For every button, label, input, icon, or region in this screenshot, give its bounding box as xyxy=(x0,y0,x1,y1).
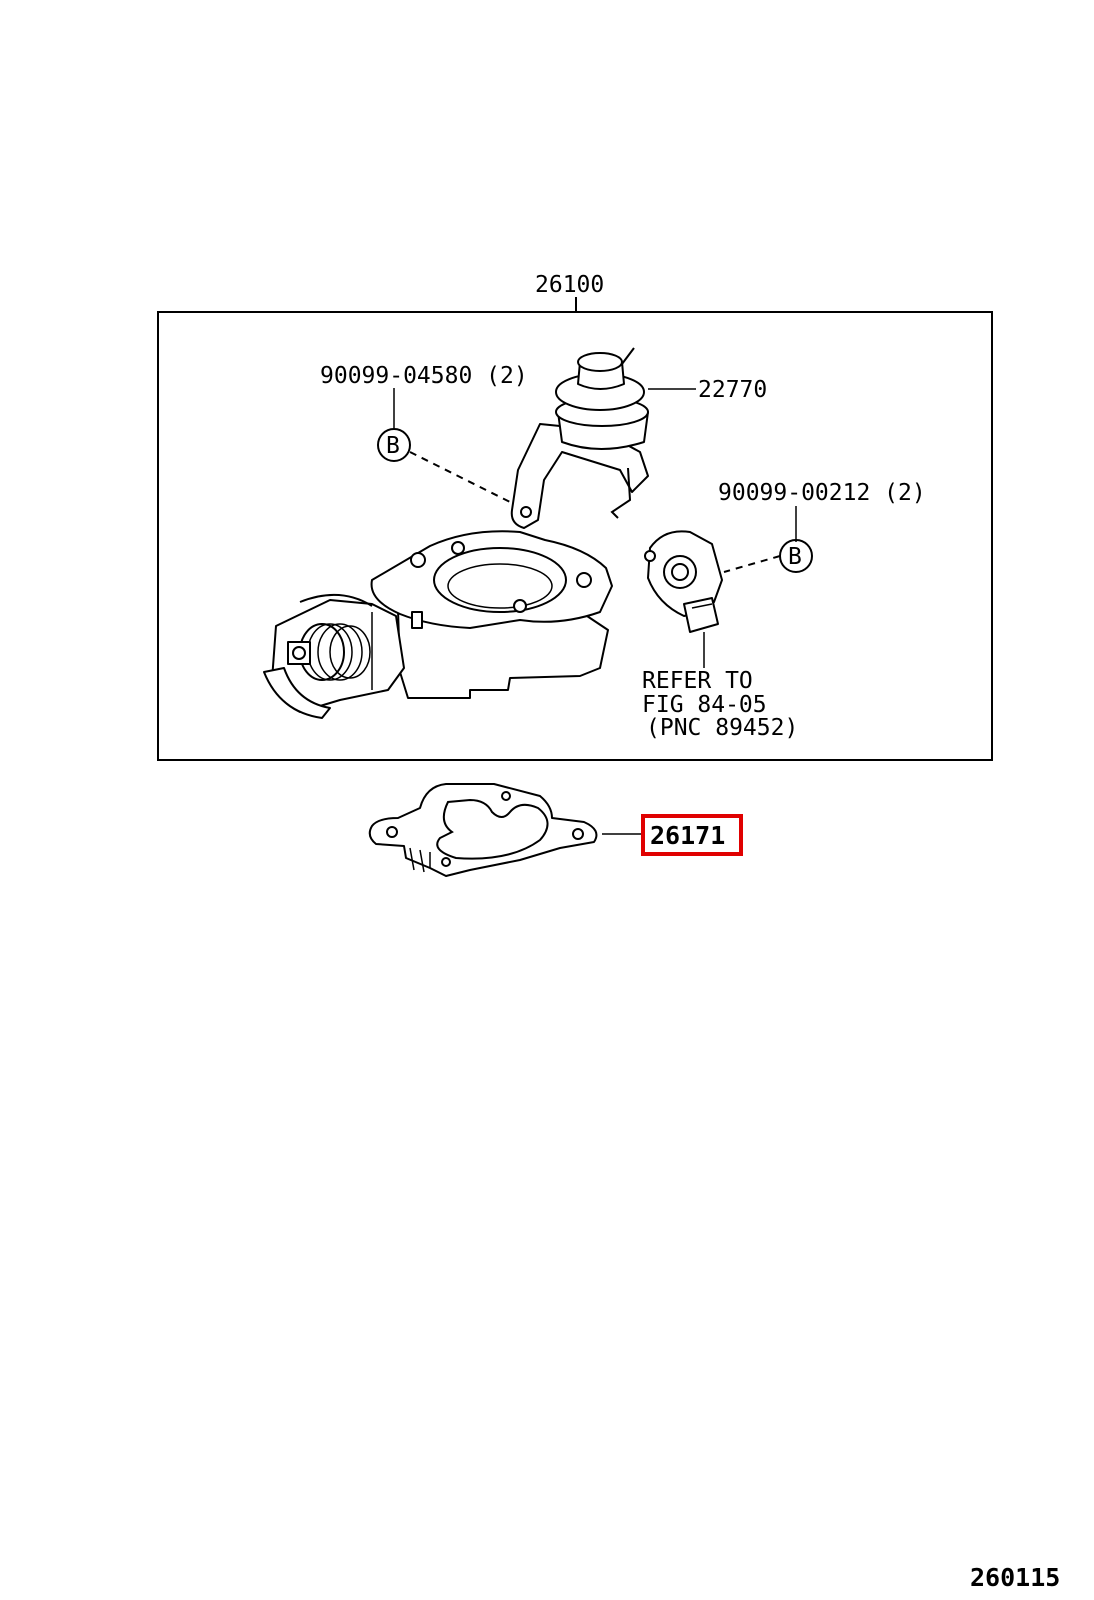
gasket-bore xyxy=(436,798,549,860)
gasket-part-label[interactable]: 26171 xyxy=(650,821,725,850)
flange-hole xyxy=(513,599,527,613)
bolt-left-part-label[interactable]: 90099-04580 (2) xyxy=(320,363,528,389)
assembly-number-label[interactable]: 26100 xyxy=(535,272,604,298)
bolt-right-part-label[interactable]: 90099-00212 (2) xyxy=(718,480,926,506)
callout-b-left-circle xyxy=(377,428,411,462)
flange-hole xyxy=(410,552,426,568)
sensor-shaft xyxy=(671,563,689,581)
gasket-outline xyxy=(368,783,598,877)
throttle-body-gasket[interactable] xyxy=(368,783,598,877)
bolt-right-dashed-line xyxy=(723,555,781,573)
dashpot-bracket xyxy=(510,423,649,529)
gasket-bolt-hole xyxy=(386,826,398,838)
throttle-body[interactable] xyxy=(263,530,613,719)
gasket-bolt-hole xyxy=(572,828,584,840)
body-boss xyxy=(411,611,423,629)
gasket-label-highlight xyxy=(641,814,743,856)
assembly-frame xyxy=(157,311,993,761)
throttle-bore xyxy=(433,547,567,613)
sensor-connector xyxy=(683,597,719,633)
flange-hole xyxy=(576,572,592,588)
throttle-position-sensor[interactable] xyxy=(644,530,723,633)
dashpot-rod xyxy=(610,467,632,519)
sensor-mount-hole xyxy=(644,550,656,562)
throttle-lever-top xyxy=(299,593,373,607)
figure-number: 260115 xyxy=(970,1563,1060,1592)
connector-detail xyxy=(691,603,713,609)
gasket-bolt-hole xyxy=(501,791,511,801)
callout-b-left-letter[interactable]: B xyxy=(386,433,400,459)
throttle-shaft-end xyxy=(292,646,306,660)
spring-coil xyxy=(329,625,371,679)
dashpot-nipple xyxy=(621,347,635,365)
refer-text-line1[interactable]: REFER TO xyxy=(642,668,753,694)
bolt-left-dashed-line xyxy=(409,451,511,503)
bracket-bolt-hole xyxy=(520,506,532,518)
callout-b-right-letter[interactable]: B xyxy=(788,544,802,570)
dashpot-assembly[interactable] xyxy=(510,347,649,529)
throttle-lever-arc xyxy=(263,667,331,719)
dashpot-cap-top xyxy=(577,352,623,372)
refer-text-line2[interactable]: FIG 84-05 xyxy=(642,692,767,718)
refer-text-line3[interactable]: (PNC 89452) xyxy=(646,715,798,741)
spring-coil xyxy=(317,623,363,681)
dashpot-part-label[interactable]: 22770 xyxy=(698,377,767,403)
flange-hole xyxy=(451,541,465,555)
gasket-tab xyxy=(409,847,431,873)
throttle-bore-inner xyxy=(447,563,553,609)
gasket-bolt-hole xyxy=(441,857,451,867)
